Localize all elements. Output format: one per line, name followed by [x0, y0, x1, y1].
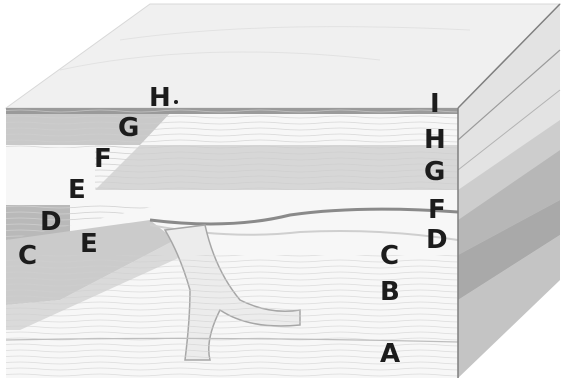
label-d-right: D [426, 225, 448, 255]
label-f-left: F [94, 144, 112, 174]
label-h-left: H [149, 83, 171, 113]
label-f-right: F [428, 195, 446, 225]
label-g-left: G [118, 113, 139, 143]
label-d-left: D [40, 207, 62, 237]
label-b: B [380, 277, 400, 307]
label-h-dot [174, 100, 178, 104]
label-e-upper: E [68, 175, 86, 205]
label-g-right: G [424, 157, 445, 187]
label-h-right: H [424, 125, 446, 155]
label-e-lower: E [80, 229, 98, 259]
label-i: I [430, 89, 440, 119]
label-c-right: C [380, 241, 399, 271]
label-a: A [380, 339, 400, 369]
label-c-left: C [18, 241, 37, 271]
